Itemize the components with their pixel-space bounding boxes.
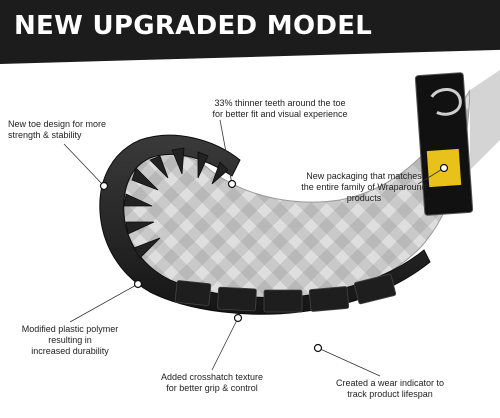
callout-line: 33% thinner teeth around the toe [214, 98, 346, 108]
callout-packaging: New packaging that matches the entire fa… [288, 171, 440, 204]
callout-thinner-teeth: 33% thinner teeth around the toe for bet… [190, 98, 370, 120]
callout-line: strength & stability [8, 130, 82, 140]
callout-line: resulting in [48, 335, 92, 345]
banner-title: NEW UPGRADED MODEL [14, 11, 373, 41]
callout-toe-design: New toe design for more strength & stabi… [8, 119, 106, 141]
callout-line: Modified plastic polymer [21, 324, 119, 334]
callout-line: increased durability [31, 346, 109, 356]
callout-leaders [63, 119, 449, 377]
callout-line: Created a wear indicator to [335, 378, 445, 388]
callout-line: New packaging that matches [306, 171, 422, 181]
callout-line: for better grip & control [166, 383, 258, 393]
callout-line: products [346, 193, 382, 203]
toe-guard [99, 134, 431, 315]
callout-wear-indicator: Created a wear indicator to track produc… [326, 378, 454, 400]
callout-line: track product lifespan [347, 389, 433, 399]
callout-line: the entire family of Wraparound [301, 182, 427, 192]
callout-line: for better fit and visual experience [212, 109, 348, 119]
callout-line: Added crosshatch texture [160, 372, 264, 382]
callout-line: New toe design for more [8, 119, 107, 129]
callout-polymer: Modified plastic polymer resulting in in… [18, 324, 122, 357]
header-banner: NEW UPGRADED MODEL [0, 0, 500, 64]
callout-crosshatch: Added crosshatch texture for better grip… [150, 372, 274, 394]
